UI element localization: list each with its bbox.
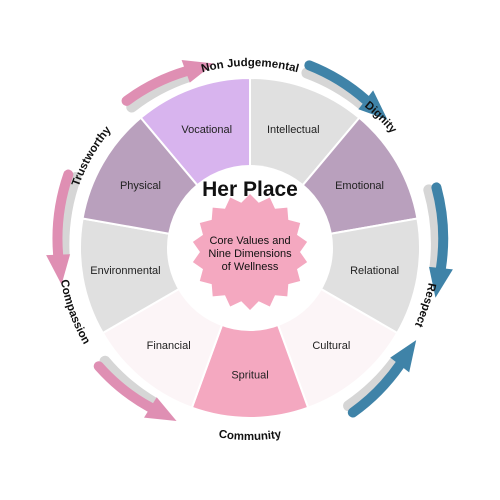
core-text-line-3: of Wellness <box>222 261 279 273</box>
cycle-arrows <box>46 60 453 422</box>
dimension-labels: Vocational IntellectualEmotionalRelationa… <box>90 124 399 381</box>
dimension-label-emotional: Emotional <box>335 180 384 192</box>
arrow-blue-bottom-right-icon-head <box>390 340 417 373</box>
arrow-blue-bottom-right-icon <box>347 359 405 418</box>
value-label-community: Community <box>218 428 283 443</box>
arrow-pink-left-icon-head <box>46 254 71 285</box>
arrow-pink-bottom-left-icon-head <box>144 397 177 422</box>
arrow-blue-top-right-icon <box>304 60 371 105</box>
arrow-blue-right-icon-head <box>429 266 453 298</box>
dimension-label-relational: Relational <box>350 265 399 277</box>
dimension-label-intellectual: Intellectual <box>267 124 320 136</box>
core-text-line-1: Core Values and <box>209 235 290 247</box>
arrow-pink-top-left-icon-head <box>181 60 215 83</box>
core-text-line-2: Nine Dimensions <box>208 248 292 260</box>
arrow-blue-top-right-icon-head <box>358 90 388 120</box>
dimension-label-cultural: Cultural <box>312 340 350 352</box>
arrow-pink-left-icon <box>52 169 74 260</box>
dimension-label-physical: Physical <box>120 180 161 192</box>
dimension-label-financial: Financial <box>147 340 191 352</box>
arrow-pink-bottom-left-icon <box>93 361 156 413</box>
arrow-blue-right-icon <box>431 182 449 274</box>
dimension-label-spritual: Spritual <box>231 370 268 382</box>
dimension-label-environmental: Environmental <box>90 265 160 277</box>
dimension-label-vocational: Vocational <box>181 124 232 136</box>
arrow-pink-top-left-icon <box>121 66 191 106</box>
value-label-non-judgemental: Non Judgemental <box>200 57 300 75</box>
core-star-badge <box>192 194 308 310</box>
her-place-title: Her Place <box>202 178 298 201</box>
